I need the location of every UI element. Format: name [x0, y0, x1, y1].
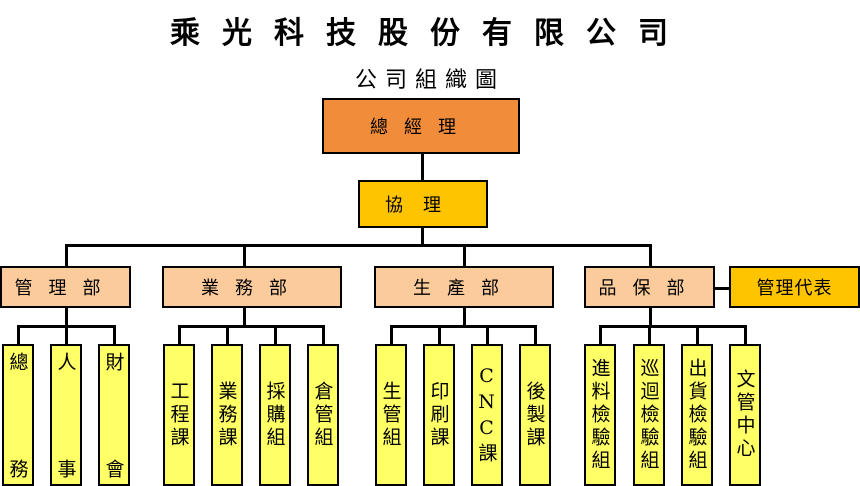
unit-label-bottom: 會	[102, 459, 125, 478]
connector-d1-u2	[65, 325, 68, 345]
unit-box: 業務課	[211, 344, 243, 486]
unit-label: 後製課	[523, 380, 546, 450]
connector-asst-bus	[421, 227, 424, 247]
unit-box: 文管中心	[729, 344, 761, 486]
unit-box: 總 務	[2, 344, 34, 486]
connector-d4-u2	[648, 325, 651, 345]
connector-d1-u1	[17, 325, 20, 345]
unit-box: 進料檢驗組	[584, 344, 616, 486]
dept-production: 生產部	[374, 266, 554, 308]
management-rep-label: 管理代表	[756, 278, 833, 299]
unit-box: 採購組	[259, 344, 291, 486]
connector-d3-u1	[390, 325, 393, 345]
assistant-manager-label: 協理	[385, 195, 461, 216]
connector-d3-u3	[486, 325, 489, 345]
company-name: 乘光科技股份有限公司	[170, 16, 690, 51]
unit-box: 人 事	[50, 344, 82, 486]
connector-drop-1	[65, 244, 68, 267]
unit-label-top: 財	[102, 352, 125, 371]
connector-d4-bus	[599, 325, 747, 328]
connector-drop-3	[463, 244, 466, 267]
general-manager-box: 總經理	[322, 98, 520, 154]
unit-label-top: 總	[6, 352, 29, 371]
connector-d2-u2	[226, 325, 229, 345]
connector-d4-u1	[599, 325, 602, 345]
dept-management: 管理部	[0, 266, 131, 308]
unit-label-top: 人	[54, 352, 77, 371]
connector-d1-u3	[113, 325, 116, 345]
unit-label-bottom: 事	[54, 459, 77, 478]
connector-drop-2	[243, 244, 246, 267]
connector-d4-stem	[649, 307, 652, 327]
unit-label: 工程課	[167, 380, 190, 450]
connector-d4-u4	[744, 325, 747, 345]
unit-box: 工程課	[163, 344, 195, 486]
unit-label: 巡迴檢驗組	[637, 357, 660, 473]
unit-label: 業務課	[215, 380, 238, 450]
unit-label: 生管組	[379, 380, 402, 450]
connector-d2-u1	[178, 325, 181, 345]
connector-gm-asst	[421, 153, 424, 182]
dept-label: 品保部	[598, 278, 701, 299]
connector-d4-u3	[696, 325, 699, 345]
assistant-manager-box: 協理	[358, 180, 488, 228]
unit-box: 後製課	[519, 344, 551, 486]
connector-d3-u2	[438, 325, 441, 345]
unit-label: 採購組	[263, 380, 286, 450]
general-manager-label: 總經理	[370, 117, 472, 138]
connector-d3-stem	[463, 307, 466, 327]
connector-drop-4	[649, 244, 652, 267]
unit-box: CNC課	[471, 344, 503, 486]
connector-d2-stem	[243, 307, 246, 327]
unit-label: 印刷課	[427, 380, 450, 450]
management-rep-box: 管理代表	[729, 266, 860, 308]
connector-d3-bus	[390, 325, 537, 328]
unit-label: 進料檢驗組	[588, 357, 611, 473]
dept-label: 生產部	[413, 278, 515, 299]
unit-label: 倉管組	[311, 380, 334, 450]
dept-sales: 業務部	[162, 266, 342, 308]
connector-d3-u4	[534, 325, 537, 345]
dept-label: 業務部	[201, 278, 303, 299]
connector-d1-stem	[65, 307, 68, 327]
dept-quality: 品保部	[584, 266, 715, 308]
connector-d2-bus	[178, 325, 325, 328]
chart-title: 公司組織圖	[354, 68, 505, 93]
unit-label: 文管中心	[733, 369, 756, 461]
unit-box: 出貨檢驗組	[681, 344, 713, 486]
unit-box: 財 會	[98, 344, 130, 486]
unit-label-bottom: 務	[6, 459, 29, 478]
connector-d2-u4	[322, 325, 325, 345]
unit-label: 出貨檢驗組	[685, 357, 708, 473]
connector-rep	[714, 287, 730, 290]
unit-label: CNC課	[475, 364, 498, 466]
connector-dept-bus	[65, 244, 651, 247]
unit-box: 印刷課	[423, 344, 455, 486]
unit-box: 生管組	[375, 344, 407, 486]
unit-box: 倉管組	[307, 344, 339, 486]
connector-d2-u3	[274, 325, 277, 345]
unit-box: 巡迴檢驗組	[633, 344, 665, 486]
dept-label: 管理部	[14, 278, 117, 299]
